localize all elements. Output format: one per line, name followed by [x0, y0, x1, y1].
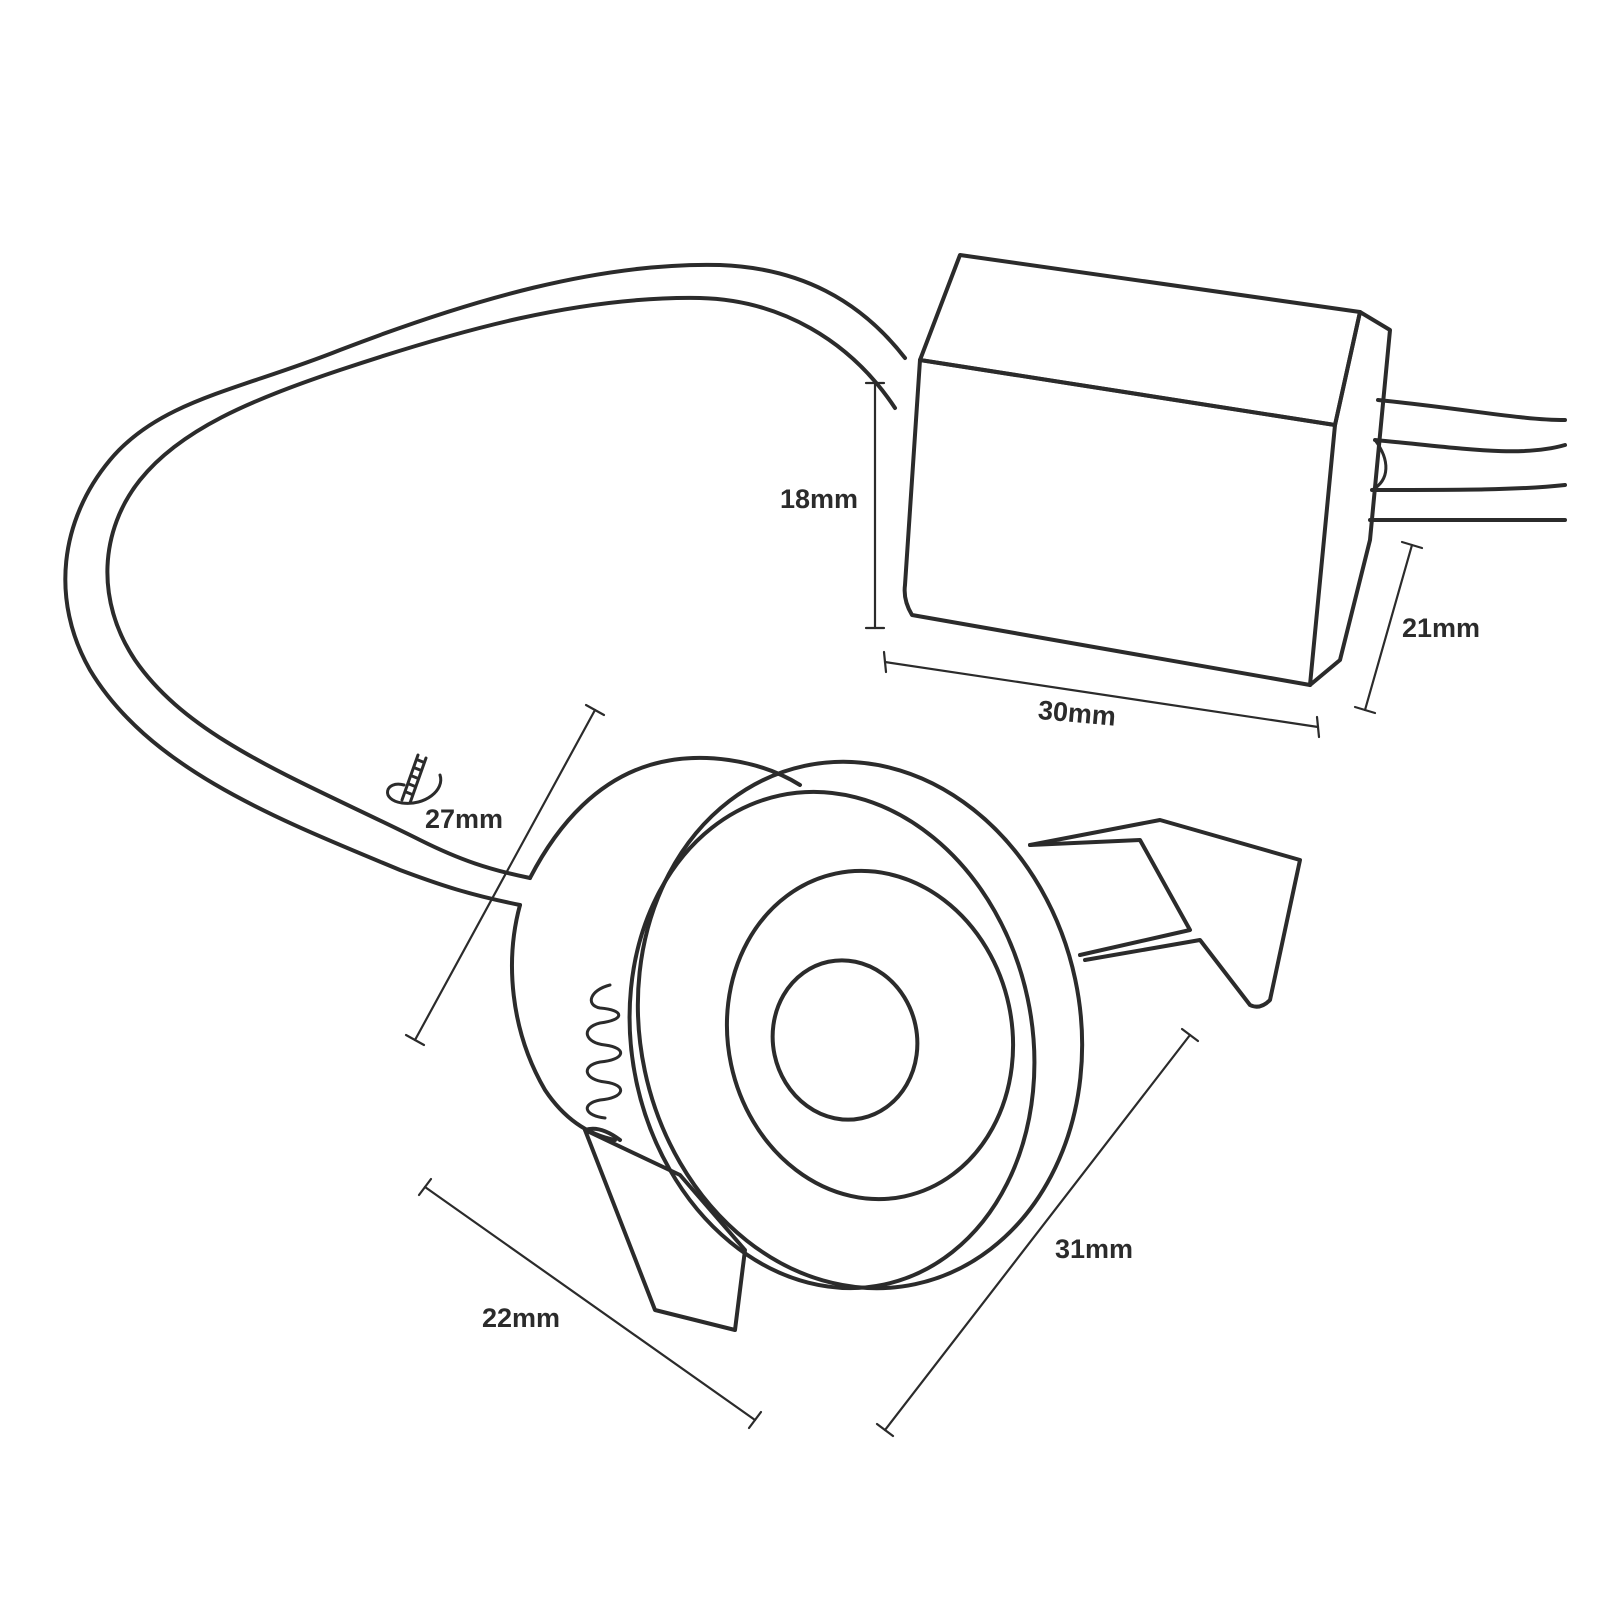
spring-icon	[586, 983, 622, 1120]
driver-depth-label: 21mm	[1402, 613, 1480, 643]
diameter-saw-icon	[386, 753, 443, 805]
power-cable	[63, 262, 907, 907]
light-height-dimension	[417, 1177, 763, 1430]
driver-height-dimension	[864, 381, 886, 630]
light-diameter-label: 31mm	[1055, 1234, 1133, 1264]
cutout-diameter-dimension	[404, 703, 606, 1047]
light-height-label: 22mm	[482, 1303, 560, 1333]
driver-depth-dimension	[1353, 540, 1424, 715]
driver-length-label: 30mm	[1037, 695, 1117, 732]
driver-length-dimension	[882, 650, 1321, 739]
light-diameter-dimension	[875, 1027, 1200, 1438]
led-driver-box	[902, 253, 1567, 687]
cutout-diameter-label: 27mm	[425, 804, 503, 834]
driver-height-label: 18mm	[780, 484, 858, 514]
spot-light	[510, 755, 1302, 1332]
